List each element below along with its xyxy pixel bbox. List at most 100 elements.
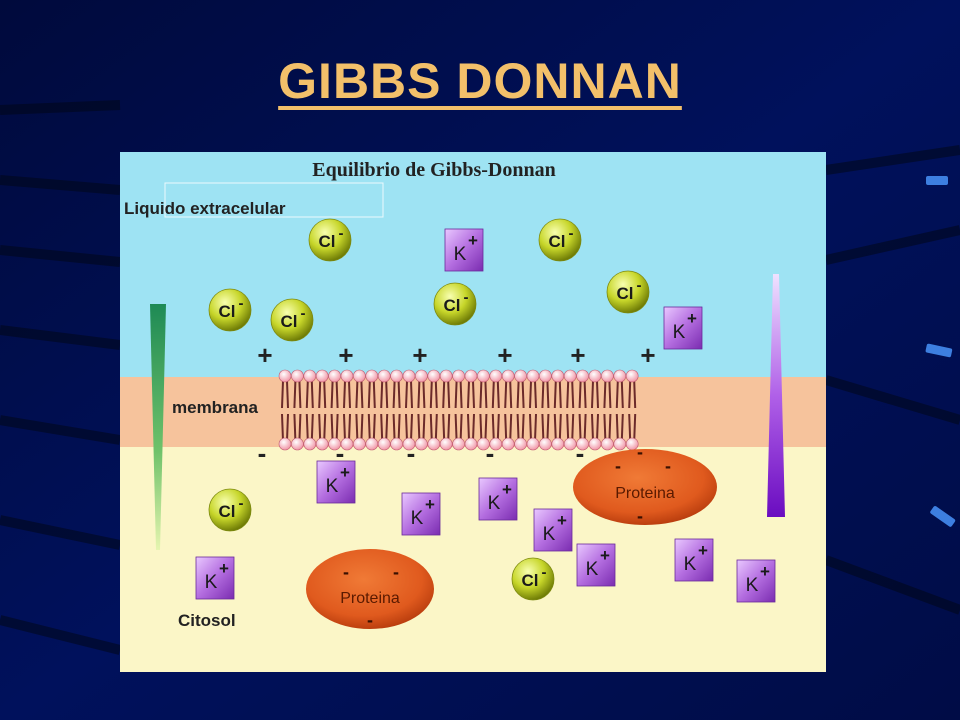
svg-text:-: - — [239, 295, 244, 312]
potassium-ion: K+ — [663, 306, 703, 350]
chloride-ion: Cl- — [208, 488, 252, 532]
svg-text:-: - — [239, 495, 244, 512]
lipid-head — [452, 437, 465, 451]
chloride-ion: Cl- — [538, 218, 582, 262]
plus-charge: + — [257, 340, 272, 370]
minus-charge: - — [258, 438, 267, 468]
lipid-head — [613, 437, 627, 451]
lipid-head — [588, 369, 602, 383]
svg-text:K: K — [673, 322, 686, 343]
gibbs-donnan-diagram: Equilibrio de Gibbs-Donnan Liquido extra… — [120, 152, 826, 672]
cytosol-label: Citosol — [178, 611, 236, 630]
lipid-head — [390, 437, 403, 451]
lipid-head — [303, 437, 317, 451]
lipid-head — [563, 437, 577, 451]
lipid-head — [501, 437, 515, 451]
protein-charge: - — [393, 562, 399, 582]
svg-text:+: + — [502, 480, 512, 499]
lipid-head — [415, 369, 428, 383]
protein-charge: - — [343, 562, 349, 582]
minus-charge: - — [336, 438, 345, 468]
lipid-head — [501, 369, 515, 383]
protein-charge: - — [637, 506, 643, 526]
svg-text:-: - — [542, 564, 547, 581]
lipid-head — [526, 369, 540, 383]
lipid-bilayer — [278, 369, 639, 451]
potassium-ion: K+ — [478, 477, 518, 521]
chloride-ion: Cl- — [208, 288, 252, 332]
svg-text:Cl: Cl — [219, 302, 236, 321]
lipid-head — [576, 369, 589, 383]
svg-text:+: + — [698, 541, 708, 560]
protein-cytosol-right: Proteina - - - - — [573, 442, 717, 526]
svg-text:+: + — [468, 231, 478, 250]
protein-label: Proteina — [340, 590, 400, 607]
svg-text:+: + — [340, 463, 350, 482]
extracellular-label: Liquido extracelular — [124, 199, 286, 218]
lipid-head — [353, 437, 366, 451]
potassium-ion: K+ — [444, 228, 484, 272]
lipid-head — [539, 437, 552, 451]
protein-charge: - — [637, 442, 643, 462]
potassium-ion: K+ — [195, 556, 235, 600]
lipid-head — [340, 437, 354, 451]
potassium-ion: K+ — [316, 460, 356, 504]
lipid-head — [377, 437, 391, 451]
svg-text:Cl: Cl — [281, 312, 298, 331]
potassium-ion: K+ — [533, 508, 573, 552]
lipid-head — [291, 369, 304, 383]
svg-text:K: K — [586, 559, 599, 580]
svg-text:Cl: Cl — [319, 232, 336, 251]
lipid-head — [551, 369, 565, 383]
svg-text:Cl: Cl — [617, 284, 634, 303]
lipid-head — [613, 369, 627, 383]
lipid-head — [489, 437, 503, 451]
lipid-head — [477, 437, 490, 451]
protein-cytosol-left: Proteina - - - — [306, 549, 434, 630]
svg-text:+: + — [760, 562, 770, 581]
lipid-head — [365, 369, 379, 383]
protein-charge: - — [615, 456, 621, 476]
svg-text:+: + — [600, 546, 610, 565]
ions-layer: Cl-Cl-Cl-Cl-Cl-Cl-Cl-Cl-K+K+K+K+K+K+K+K+… — [195, 218, 776, 603]
potassium-ion: K+ — [674, 538, 714, 582]
svg-text:Cl: Cl — [444, 296, 461, 315]
lipid-head — [427, 437, 441, 451]
potassium-ion: K+ — [401, 492, 441, 536]
svg-text:K: K — [746, 575, 759, 596]
lipid-head — [539, 369, 552, 383]
lipid-head — [278, 437, 292, 451]
svg-text:-: - — [301, 305, 306, 322]
left-concentration-gradient — [150, 304, 166, 550]
svg-text:+: + — [687, 309, 697, 328]
lipid-head — [303, 369, 317, 383]
svg-text:Cl: Cl — [219, 502, 236, 521]
lipid-head — [390, 369, 403, 383]
svg-text:Cl: Cl — [549, 232, 566, 251]
lipid-head — [328, 369, 341, 383]
chloride-ion: Cl- — [308, 218, 352, 262]
svg-text:+: + — [557, 511, 567, 530]
lipid-head — [340, 369, 354, 383]
lipid-head — [514, 437, 527, 451]
lipid-head — [489, 369, 503, 383]
svg-text:K: K — [454, 244, 467, 265]
lipid-head — [315, 437, 329, 451]
svg-text:-: - — [637, 277, 642, 294]
lipid-head — [365, 437, 379, 451]
lipid-head — [563, 369, 577, 383]
svg-text:+: + — [425, 495, 435, 514]
plus-charge: + — [497, 340, 512, 370]
lipid-head — [464, 369, 478, 383]
svg-text:K: K — [488, 493, 501, 514]
protein-charge: - — [665, 456, 671, 476]
membrane-plus-charges: ++++++ — [257, 340, 655, 370]
svg-text:K: K — [205, 572, 218, 593]
svg-text:K: K — [326, 476, 339, 497]
membrane-label: membrana — [172, 398, 259, 417]
plus-charge: + — [412, 340, 427, 370]
protein-label: Proteina — [615, 485, 675, 502]
lipid-head — [291, 437, 304, 451]
chloride-ion: Cl- — [270, 298, 314, 342]
lipid-head — [477, 369, 490, 383]
